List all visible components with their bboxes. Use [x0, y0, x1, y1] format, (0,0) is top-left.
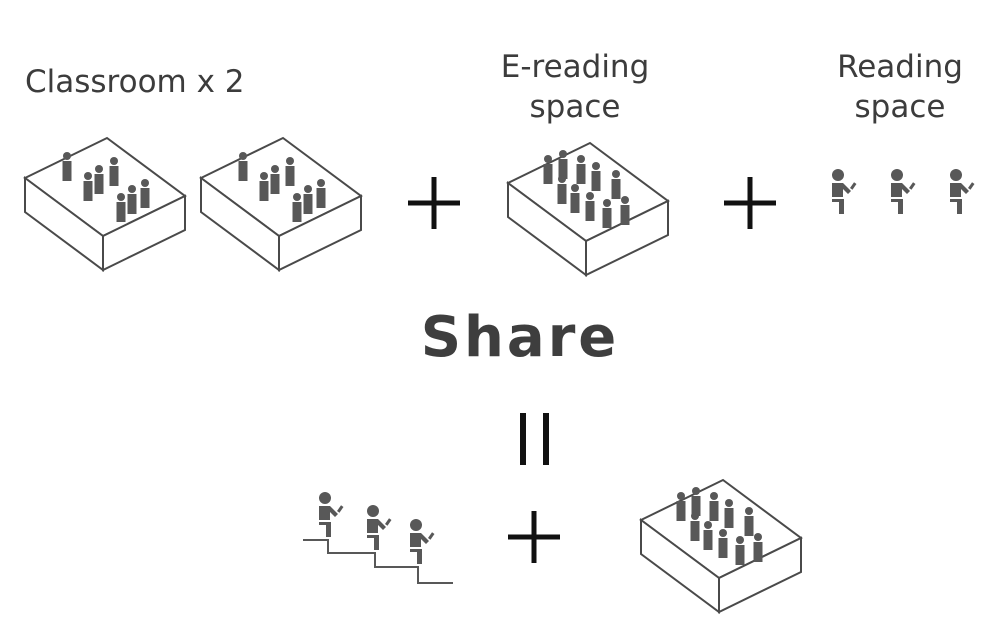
classroom-box-2	[200, 137, 362, 271]
label-reading-line1: Reading	[837, 49, 963, 85]
reader-icon-2	[891, 169, 916, 214]
label-classroom: Classroom x 2	[25, 64, 245, 100]
classroom-box-1	[24, 137, 186, 271]
ereading-box	[507, 142, 669, 276]
plus-icon-1	[408, 177, 460, 229]
label-ereading: E-reading space	[470, 47, 680, 127]
reader-icon-3	[950, 169, 975, 214]
shared-box	[640, 479, 802, 613]
label-ereading-line2: space	[529, 89, 621, 125]
share-title: Share	[420, 305, 620, 370]
label-reading: Reading space	[800, 47, 1000, 127]
reader-icon-1	[832, 169, 857, 214]
label-ereading-line1: E-reading	[500, 49, 650, 85]
plus-icon-3	[508, 511, 560, 563]
stair-readers	[303, 492, 453, 584]
equals-icon	[520, 413, 549, 465]
plus-icon-2	[724, 177, 776, 229]
label-reading-line2: space	[854, 89, 946, 125]
